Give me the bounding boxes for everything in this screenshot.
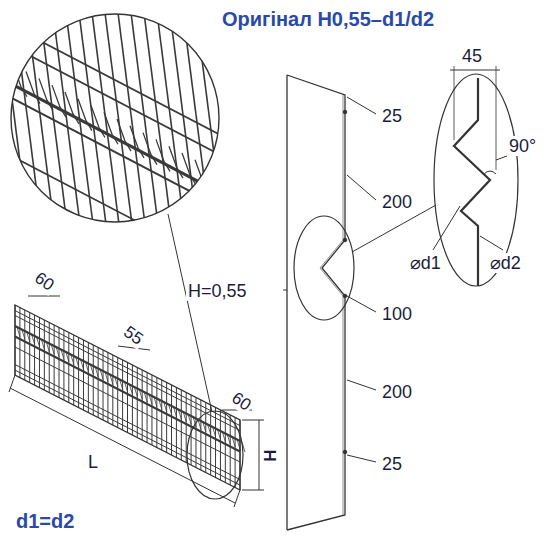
dimension-label: ⌀d2 [488, 253, 523, 273]
dimension-label: 100 [380, 304, 414, 324]
dimension-label: H [261, 447, 280, 463]
dimension-label: 45 [460, 46, 484, 66]
dimension-label: 200 [380, 192, 414, 212]
dimension-label: 60 [30, 267, 60, 296]
dimension-label: H=0,55 [186, 281, 249, 301]
note-label: d1=d2 [14, 510, 76, 532]
dimension-label: 55 [119, 321, 149, 350]
dimension-label: 90° [507, 136, 538, 156]
dimension-label: ⌀d1 [408, 253, 443, 273]
mesh-closeup [0, 5, 407, 295]
title: Оригінал Н0,55–d1/d2 [222, 9, 434, 29]
dimension-label: 25 [380, 106, 404, 126]
mesh-panel [15, 305, 245, 490]
dimension-label: 200 [380, 382, 414, 402]
dimension-label: 25 [380, 454, 404, 474]
dimension-label: 60 [227, 387, 257, 416]
dimension-label: L [86, 452, 100, 472]
magnify-circle [11, 14, 219, 222]
